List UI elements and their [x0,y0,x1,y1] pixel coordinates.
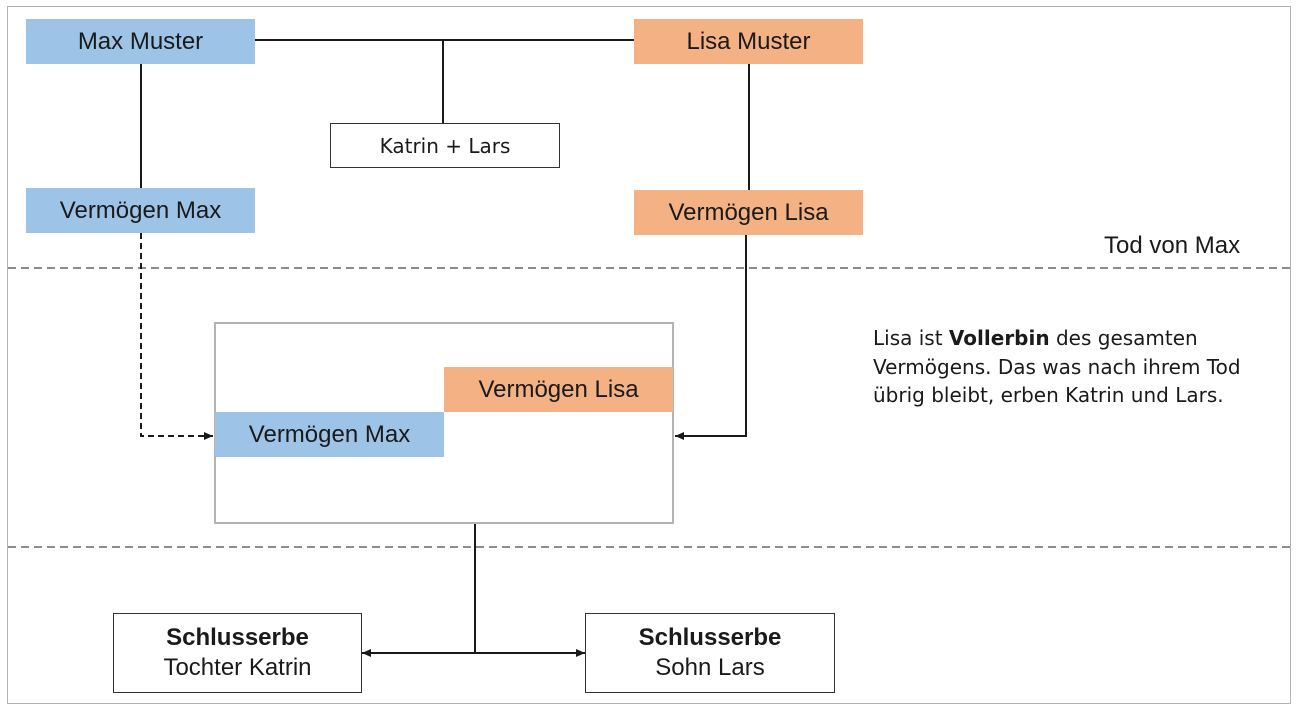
children-box: Katrin + Lars [330,123,560,168]
final-heir-name: Tochter Katrin [163,654,312,681]
merged-max-assets-label: Vermögen Max [248,420,411,448]
final-heir-title: Schlusserbe [166,624,309,651]
final-heir-box-katrin: Schlusserbe Tochter Katrin [113,613,362,693]
lisa-assets-label: Vermögen Lisa [668,198,829,226]
diagram-frame [7,6,1291,704]
lisa-assets-box: Vermögen Lisa [634,190,863,235]
final-heir-name: Sohn Lars [655,654,765,681]
merged-lisa-assets-box: Vermögen Lisa [444,367,673,412]
phase-label: Tod von Max [1104,232,1241,259]
lisa-muster-label: Lisa Muster [686,27,811,55]
merged-lisa-assets-label: Vermögen Lisa [478,375,639,403]
max-muster-label: Max Muster [77,27,204,55]
children-label: Katrin + Lars [379,133,511,158]
note-text-end: des gesamten Vermögens. Das was nach ihr… [873,326,1241,407]
max-assets-transfer-arrow [140,233,213,440]
note-emphasis: Vollerbin [948,326,1050,350]
explanation-note: Lisa ist Vollerbin des gesamten Vermögen… [873,324,1253,410]
max-muster-box: Max Muster [26,19,255,64]
final-heir-box-lars: Schlusserbe Sohn Lars [585,613,835,693]
max-assets-label: Vermögen Max [59,196,222,224]
lisa-assets-transfer-arrow [675,234,747,440]
max-assets-box: Vermögen Max [26,188,255,233]
note-text-start: Lisa ist [873,326,949,350]
lisa-muster-box: Lisa Muster [634,19,863,64]
final-heir-title: Schlusserbe [638,624,782,651]
merged-max-assets-box: Vermögen Max [215,412,444,457]
